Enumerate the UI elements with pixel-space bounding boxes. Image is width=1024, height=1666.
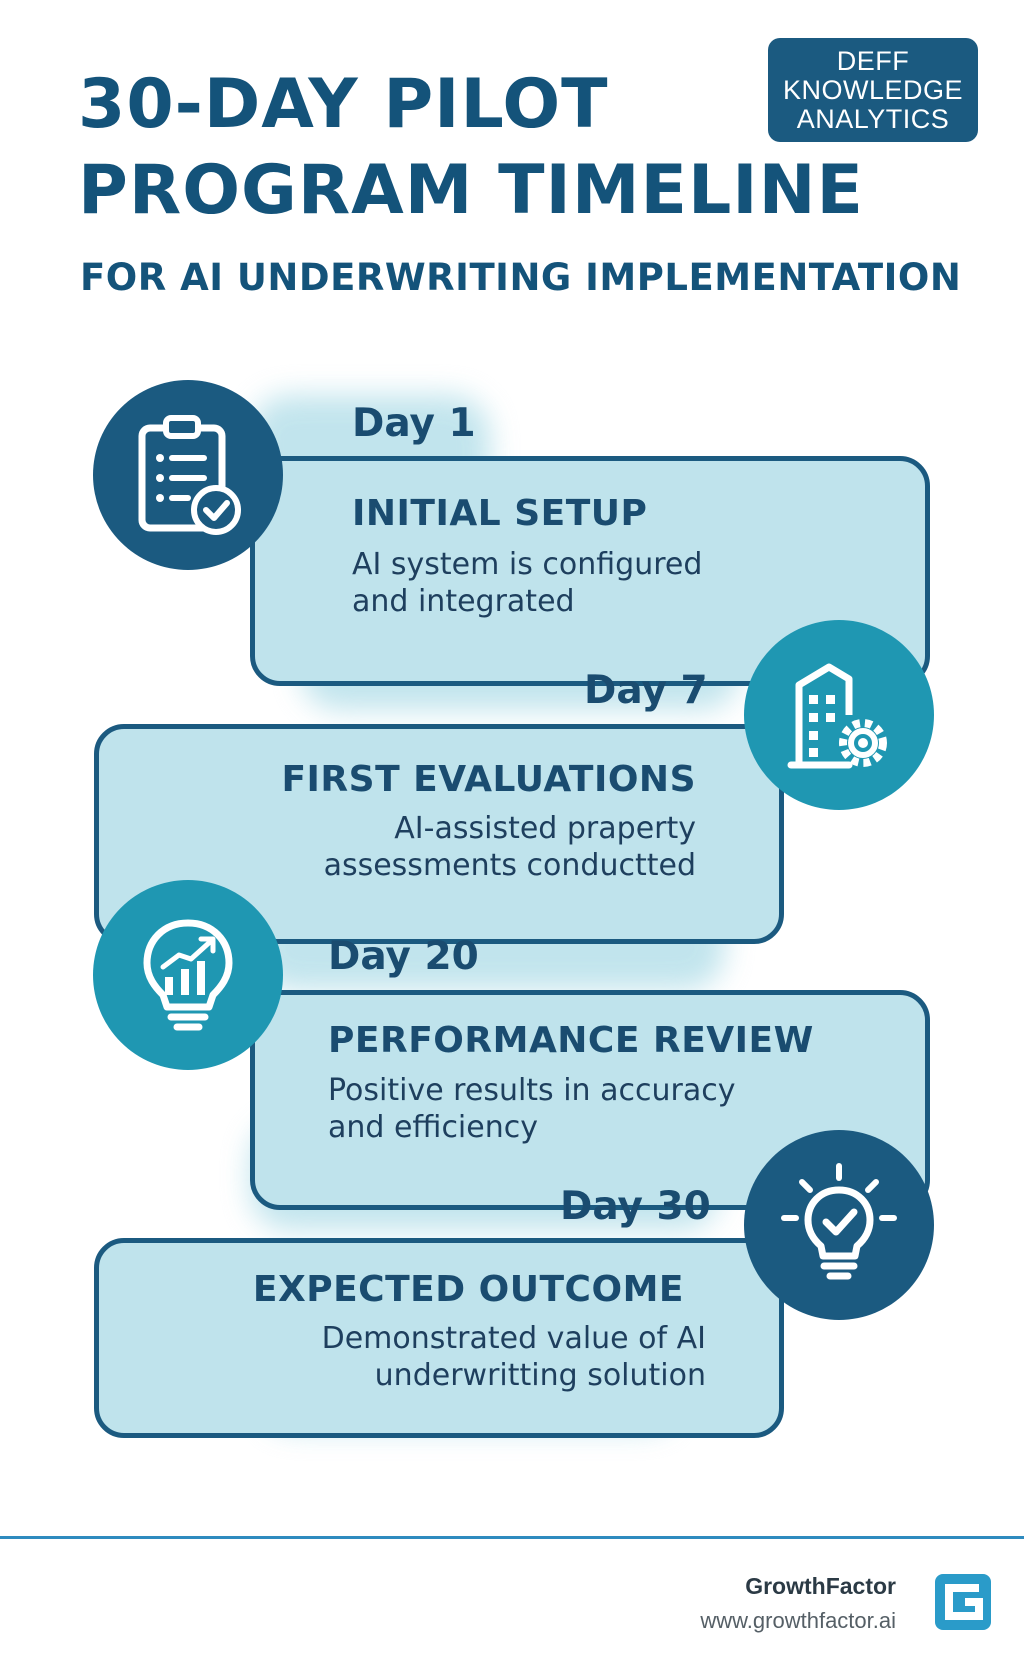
- step-3-desc-line-2: and efficiency: [328, 1110, 538, 1145]
- badge-line-3: ANALYTICS: [796, 103, 950, 134]
- footer-divider: [0, 1536, 1024, 1539]
- step-1-day: Day 1: [352, 401, 476, 446]
- step-4-description: Demonstrated value of AI underwritting s…: [322, 1320, 706, 1394]
- step-3-day: Day 20: [328, 934, 479, 979]
- step-2-title: FIRST EVALUATIONS: [281, 759, 696, 800]
- lightbulb-check-icon: [781, 1163, 897, 1280]
- building-gear-icon: [787, 663, 887, 769]
- step-2-desc-line-2: assessments conductted: [323, 848, 696, 883]
- lightbulb-chart-icon: [143, 919, 233, 1031]
- growthfactor-logo-icon: [935, 1574, 991, 1630]
- step-1-description: AI system is configured and integrated: [352, 546, 702, 620]
- step-4-title: EXPECTED OUTCOME: [252, 1269, 684, 1310]
- title-line-1: 30-DAY PILOT: [78, 65, 609, 144]
- page-title: 30-DAY PILOT PROGRAM TIMELINE: [78, 62, 864, 234]
- step-2-desc-line-1: AI-assisted prаperty: [394, 811, 696, 846]
- page-subtitle: FOR AI UNDERWRITING IMPLEMENTATION: [80, 256, 962, 299]
- step-1-desc-line-2: and integrated: [352, 584, 575, 619]
- step-2-day: Day 7: [584, 668, 708, 713]
- step-4-desc-line-1: Demonstrated value of AI: [321, 1321, 706, 1356]
- step-3-title: PERFORMANCE REVIEW: [328, 1020, 814, 1061]
- step-1-icon-circle: [93, 380, 283, 570]
- clipboard-check-icon: [138, 415, 241, 535]
- step-3-icon-circle: [93, 880, 283, 1070]
- badge-line-1: DEFF: [836, 45, 910, 76]
- footer-url: www.growthfactor.ai: [700, 1608, 896, 1633]
- step-1-title: INITIAL SETUP: [352, 493, 648, 534]
- step-4-icon-circle: [744, 1130, 934, 1320]
- step-4-day: Day 30: [560, 1184, 711, 1229]
- step-4-desc-line-2: underwritting solution: [374, 1358, 706, 1393]
- badge-line-2: KNOWLEDGE: [782, 74, 964, 105]
- step-card-day-30: [94, 1238, 784, 1438]
- step-3-description: Positive results in accuracy and efficie…: [328, 1072, 735, 1146]
- step-3-desc-line-1: Positive results in accuracy: [328, 1073, 736, 1108]
- step-1-desc-line-1: AI system is configured: [352, 547, 703, 582]
- title-line-2: PROGRAM TIMELINE: [78, 151, 864, 230]
- footer-brand-name: GrowthFactor: [745, 1573, 896, 1599]
- step-2-description: AI-assisted prаperty assessments conduct…: [324, 810, 696, 884]
- step-2-icon-circle: [744, 620, 934, 810]
- brand-badge: DEFF KNOWLEDGE ANALYTICS: [768, 38, 978, 142]
